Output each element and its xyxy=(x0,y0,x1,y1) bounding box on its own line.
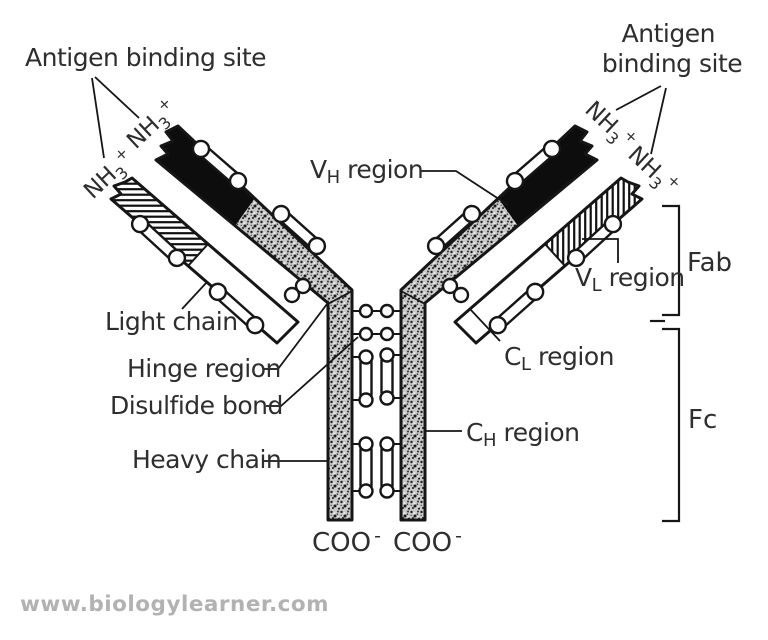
ch-region-label: CH region xyxy=(466,418,580,451)
fc-intrachain-loops xyxy=(352,347,401,499)
light-chain-label: Light chain xyxy=(105,307,238,336)
hinge-region-pointer xyxy=(263,303,328,370)
cl-region-label: CL region xyxy=(504,342,614,375)
light-chain-pointer xyxy=(181,281,208,310)
light-chain-right xyxy=(453,176,644,345)
vh-region-pointer xyxy=(420,170,509,206)
antigen-binding-site-right-label: Antigen binding site xyxy=(602,19,742,78)
vl-region-left-shape xyxy=(111,178,208,266)
vh-region-label: VH region xyxy=(310,155,423,188)
antigen-left-pointer-2 xyxy=(94,76,140,119)
antigen-right-pointer-2 xyxy=(650,87,667,155)
coo-label-right: COO- xyxy=(393,525,462,558)
heavy-chain-label: Heavy chain xyxy=(132,445,281,474)
ch-region-right-shape xyxy=(401,198,518,520)
fc-bracket xyxy=(662,327,681,523)
antigen-binding-site-left-label: Antigen binding site xyxy=(25,43,266,72)
fab-bracket xyxy=(662,204,681,317)
fab-label: Fab xyxy=(687,248,732,278)
antigen-left-pointer-1 xyxy=(91,77,105,159)
intrachain-loops-left xyxy=(130,139,327,335)
vl-region-label: VL region xyxy=(575,263,685,296)
light-chain-left xyxy=(109,176,300,345)
vl-region-pointer xyxy=(582,238,619,263)
hinge-region-label: Hinge region xyxy=(127,354,281,383)
cl-region-pointer xyxy=(469,308,501,342)
vl-region-right-shape xyxy=(545,178,642,266)
watermark: www.biologylearner.com xyxy=(20,592,329,617)
vh-region-right-shape xyxy=(498,126,597,226)
intrachain-loops-right xyxy=(426,139,623,335)
fc-label: Fc xyxy=(688,405,717,435)
disulfide-bond-label: Disulfide bond xyxy=(110,391,283,420)
hinge-disulfide-bonds xyxy=(352,303,401,342)
disulfide-bond-pointer xyxy=(266,336,359,407)
vh-region-left-shape xyxy=(156,126,255,226)
coo-label-left: COO- xyxy=(312,525,381,558)
antigen-right-pointer-1 xyxy=(615,85,662,111)
ch-region-left-shape xyxy=(235,198,352,520)
